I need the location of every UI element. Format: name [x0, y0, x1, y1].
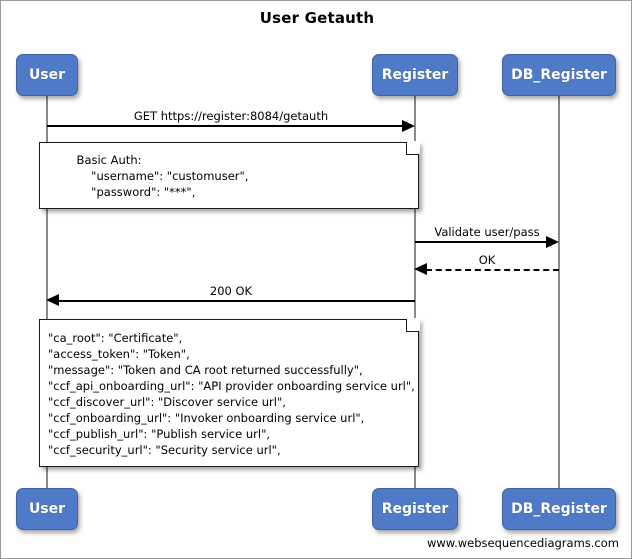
participant-register-bottom[interactable]: Register: [372, 488, 458, 530]
message-line-get-getauth: [47, 125, 407, 127]
page-title: User Getauth: [259, 9, 375, 27]
message-label-200-ok: 200 OK: [209, 284, 253, 298]
participant-user-label-bottom: User: [28, 501, 66, 517]
note-text-token-payload: "ca_root": "Certificate", "access_token"…: [48, 331, 415, 457]
note-fold-icon-basic-auth: [406, 142, 419, 155]
message-arrowhead-ok: [414, 263, 427, 275]
message-arrowhead-get-getauth: [402, 120, 415, 132]
participant-db-register-bottom[interactable]: DB_Register: [502, 488, 616, 530]
participant-db-register-label-bottom: DB_Register: [511, 501, 607, 517]
participant-user-label-top: User: [28, 67, 66, 83]
participant-db-register-label-top: DB_Register: [511, 67, 607, 83]
message-line-ok: [426, 269, 559, 271]
participant-register-top[interactable]: Register: [372, 54, 458, 96]
lifeline-db-register: [558, 96, 560, 490]
participant-register-label-bottom: Register: [381, 501, 449, 517]
lifeline-register: [414, 96, 416, 490]
lifeline-user: [46, 96, 48, 490]
footer-watermark: www.websequencediagrams.com: [426, 536, 619, 550]
note-basic-auth: Basic Auth: "username": "customuser", "p…: [39, 141, 420, 209]
note-fold-icon-token-payload: [406, 319, 419, 332]
message-arrowhead-200-ok: [46, 294, 59, 306]
participant-db-register-top[interactable]: DB_Register: [502, 54, 616, 96]
message-label-ok: OK: [478, 253, 496, 267]
message-label-get-getauth: GET https://register:8084/getauth: [133, 109, 329, 123]
message-label-validate-user-pass: Validate user/pass: [434, 225, 540, 239]
participant-user-top[interactable]: User: [16, 54, 78, 96]
message-arrowhead-validate-user-pass: [546, 236, 559, 248]
participant-register-label-top: Register: [381, 67, 449, 83]
message-line-validate-user-pass: [415, 241, 552, 243]
message-line-200-ok: [59, 300, 415, 302]
note-text-basic-auth: Basic Auth: "username": "customuser", "p…: [76, 153, 249, 199]
participant-user-bottom[interactable]: User: [16, 488, 78, 530]
note-token-payload: "ca_root": "Certificate", "access_token"…: [39, 318, 420, 467]
